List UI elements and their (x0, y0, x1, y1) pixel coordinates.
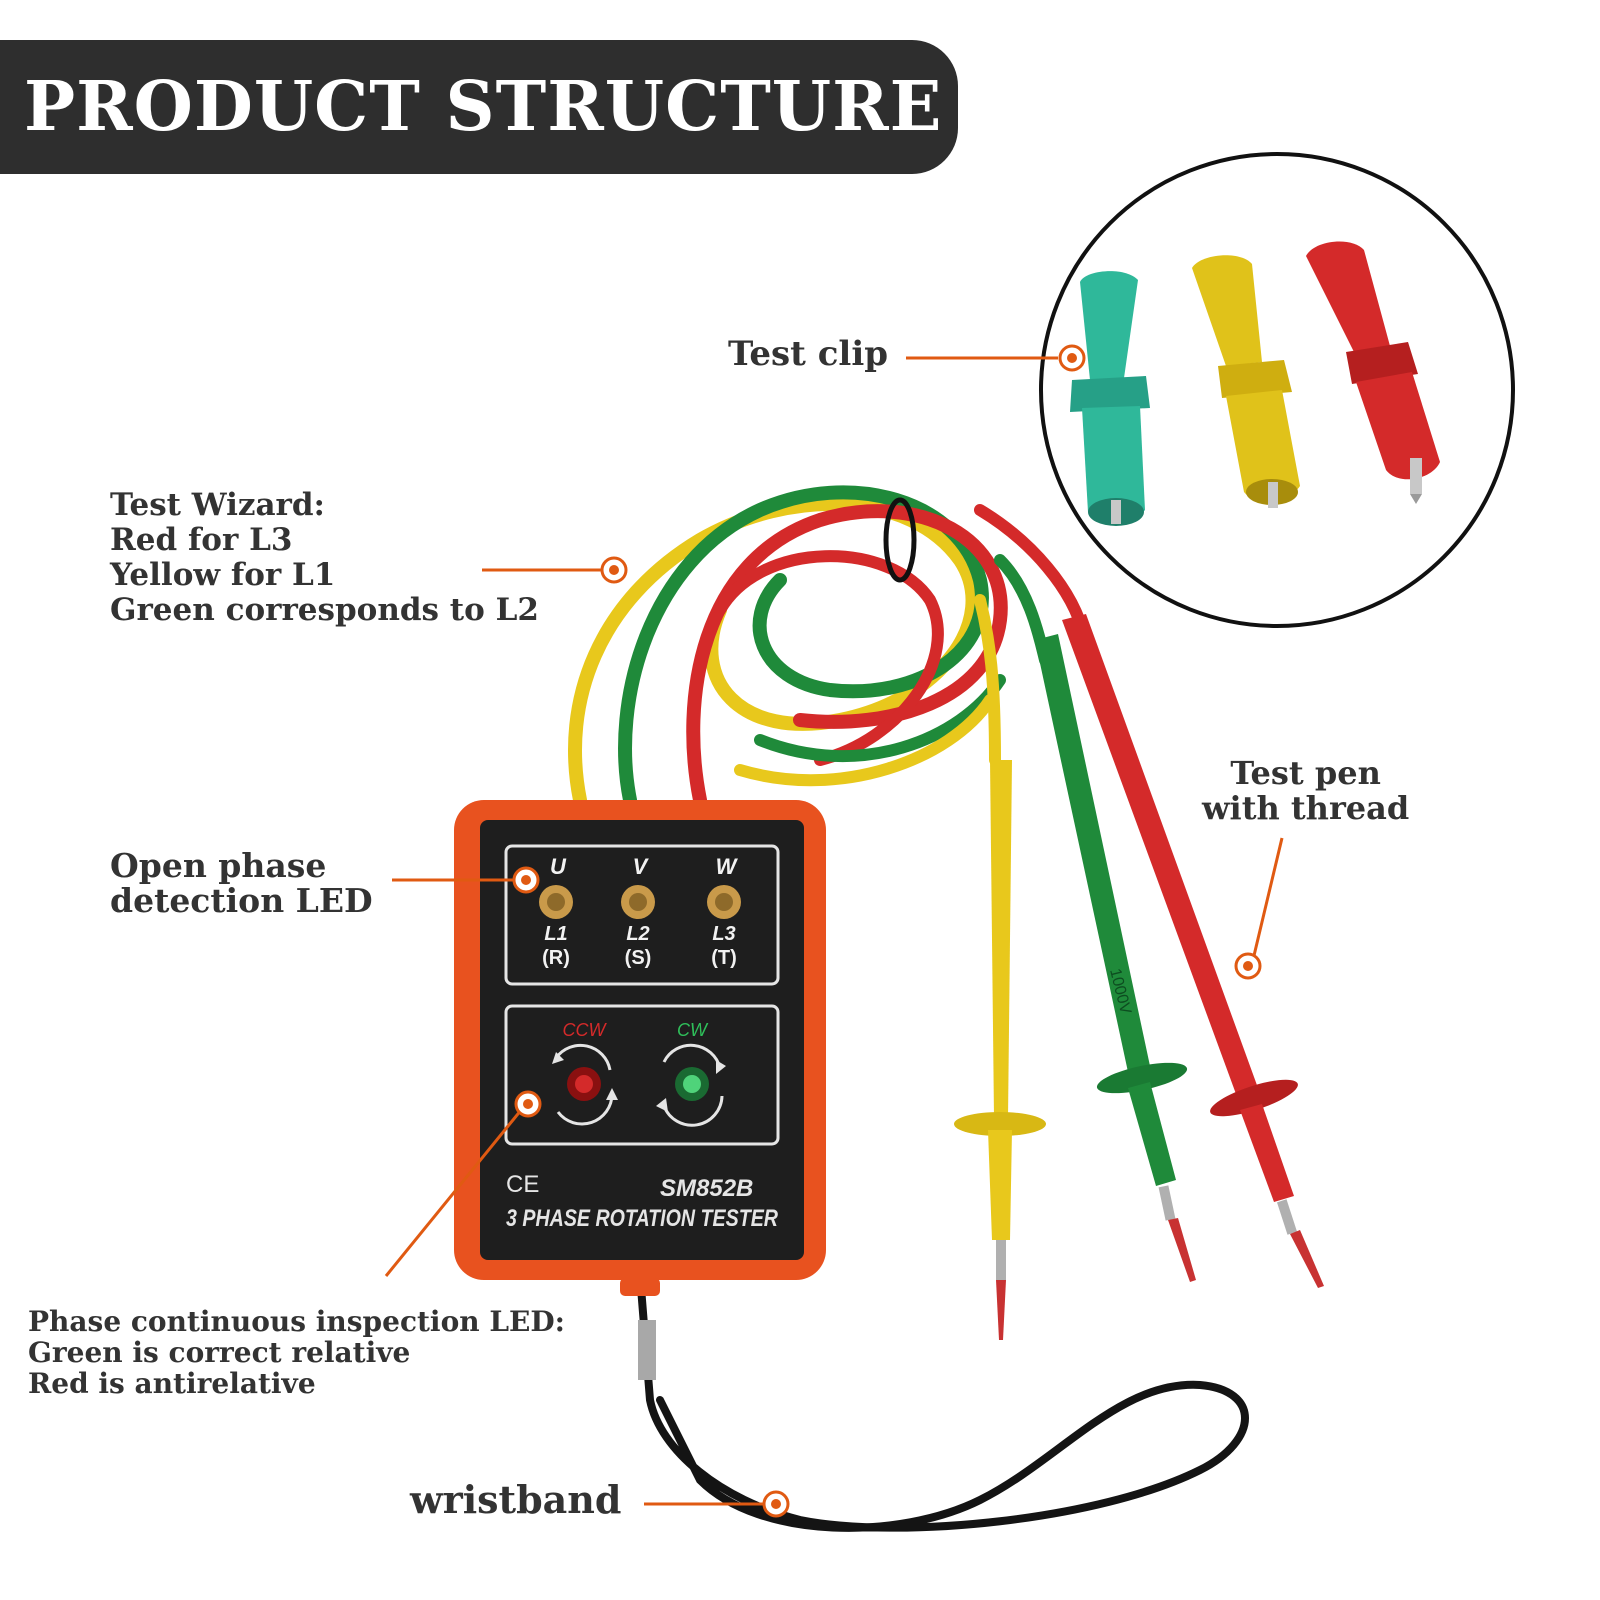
callout-line: Green corresponds to L2 (110, 592, 539, 628)
test-leads (568, 485, 1091, 807)
led-top-label: W (716, 854, 739, 879)
led-code-label: (S) (625, 947, 652, 969)
marker-test-pen-icon (1234, 952, 1262, 980)
green-led-with-rotation-arrows-icon (656, 1043, 726, 1127)
marker-test-wizard-icon (600, 556, 628, 584)
yellow-test-clip (1192, 255, 1300, 508)
marker-test-clip-icon (1058, 344, 1086, 372)
callout-line: Test Wizard: (110, 487, 325, 523)
led-phase-label: L1 (544, 923, 567, 945)
callout-line: wristband (410, 1477, 622, 1522)
marker-phase-continuous-icon (514, 1090, 542, 1118)
led-phase-label: L3 (712, 923, 735, 945)
title-banner: PRODUCT STRUCTURE (0, 40, 958, 174)
callout-line: Phase continuous inspection LED: (28, 1305, 565, 1338)
callout-line: Open phase (110, 846, 327, 885)
red-led-with-rotation-arrows-icon (552, 1043, 618, 1126)
callout-phase-continuous-led: Phase continuous inspection LED: Green i… (28, 1306, 565, 1399)
test-clip-inset (1039, 152, 1515, 628)
callout-open-phase-led: Open phase detection LED (110, 848, 373, 918)
open-phase-led-u: U L1 (R) (539, 854, 573, 969)
red-test-clip (1306, 241, 1440, 504)
callout-wristband: wristband (410, 1478, 622, 1522)
test-pen-yellow (954, 760, 1046, 1340)
callout-test-clip: Test clip (728, 334, 888, 374)
open-phase-led-v: V L2 (S) (621, 854, 655, 969)
open-phase-led-w: W L3 (T) (707, 854, 741, 969)
green-test-clip (1070, 271, 1150, 526)
device-name-label: 3 PHASE ROTATION TESTER (506, 1205, 779, 1232)
callout-line: Yellow for L1 (110, 557, 336, 593)
led-phase-label: L2 (626, 923, 649, 945)
callout-line: with thread (1202, 789, 1410, 827)
callout-line: detection LED (110, 881, 373, 920)
callout-line: Red is antirelative (28, 1367, 316, 1400)
led-code-label: (R) (542, 947, 570, 969)
test-pen-red (1062, 614, 1324, 1288)
model-label: SM852B (660, 1175, 753, 1202)
led-code-label: (T) (711, 947, 737, 969)
callout-line: Test clip (728, 334, 889, 374)
led-top-label: U (550, 854, 567, 879)
callout-test-pen: Test pen with thread (1202, 756, 1409, 826)
page-title: PRODUCT STRUCTURE (24, 67, 943, 147)
test-pen-green (1035, 634, 1196, 1282)
callout-line: Green is correct relative (28, 1336, 411, 1369)
wristband-strap (636, 1271, 1249, 1532)
marker-open-phase-icon (512, 866, 540, 894)
callout-line: Red for L3 (110, 522, 293, 558)
cw-label: CW (677, 1020, 709, 1040)
callout-line: Test pen (1230, 754, 1381, 792)
tester-body (454, 800, 826, 1296)
marker-wristband-icon (762, 1490, 790, 1518)
led-top-label: V (633, 854, 650, 879)
ccw-label: CCW (563, 1020, 608, 1040)
leader-lines (384, 356, 1284, 1506)
callout-test-wizard: Test Wizard: Red for L3 Yellow for L1 Gr… (110, 488, 539, 628)
ce-mark: CE (506, 1171, 539, 1198)
